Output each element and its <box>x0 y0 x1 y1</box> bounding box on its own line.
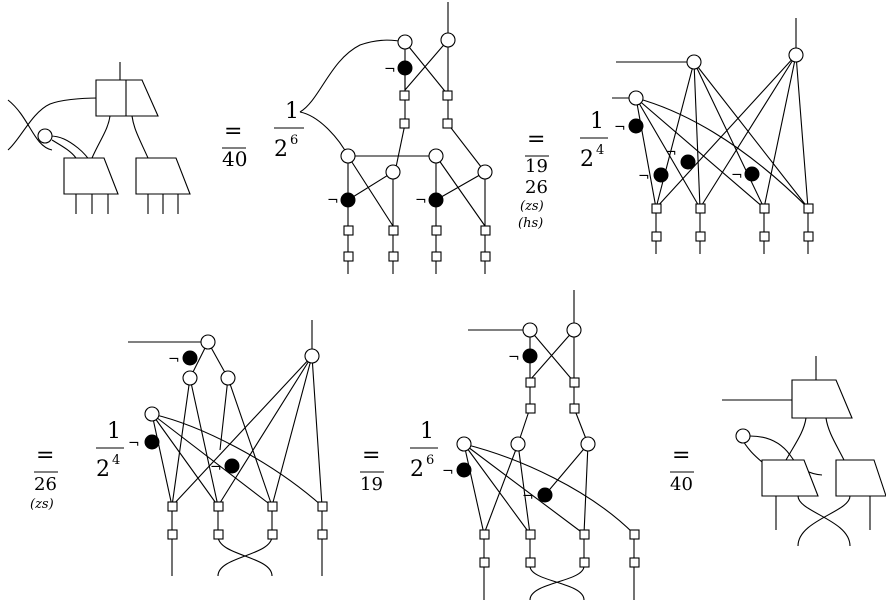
eq-sign-5: = <box>672 443 690 468</box>
white-spider <box>304 348 320 364</box>
gate-box <box>135 157 191 195</box>
black-spider <box>537 487 553 503</box>
eq-ref-2c: (zs) <box>520 199 544 214</box>
diagram-6 <box>722 356 886 547</box>
eq-ref-3b: (zs) <box>30 497 54 512</box>
eq-sign-1: = <box>224 119 242 144</box>
svg-text:¬: ¬ <box>210 460 222 476</box>
white-spider <box>510 436 526 452</box>
scalar-4: 1 2 6 <box>410 419 438 482</box>
eq-ref-5: 40 <box>670 474 693 495</box>
black-spider <box>182 350 198 366</box>
eq-ref-2a: 19 <box>525 156 548 177</box>
eq-ref-2d: (hs) <box>518 216 543 231</box>
eq-sign-3: = <box>36 443 54 468</box>
white-spider <box>220 370 236 386</box>
eq-ref-3a: 26 <box>34 474 57 495</box>
diagram-5: ¬ ¬ ¬ <box>442 290 640 601</box>
white-spider <box>340 148 356 164</box>
svg-text:4: 4 <box>112 453 120 468</box>
svg-text:2: 2 <box>96 457 110 482</box>
eq-sign-4: = <box>362 443 380 468</box>
diagram-3: ¬ ¬ ¬ ¬ <box>612 18 814 254</box>
black-spider <box>224 458 240 474</box>
white-spider <box>522 322 538 338</box>
svg-text:¬: ¬ <box>327 193 339 209</box>
white-spider <box>385 164 401 180</box>
black-spider <box>680 154 696 170</box>
svg-text:6: 6 <box>426 453 434 468</box>
eq-ref-1: 40 <box>222 147 247 171</box>
white-spider <box>735 428 751 444</box>
black-spider <box>653 167 669 183</box>
svg-text:¬: ¬ <box>128 436 140 452</box>
svg-text:¬: ¬ <box>168 352 180 368</box>
svg-text:¬: ¬ <box>614 120 626 136</box>
white-spider <box>788 47 804 63</box>
black-spider <box>456 462 472 478</box>
white-spider <box>428 148 444 164</box>
white-spider <box>477 164 493 180</box>
svg-text:4: 4 <box>596 143 604 158</box>
svg-text:1: 1 <box>420 419 434 444</box>
gate-box <box>761 459 819 497</box>
svg-text:¬: ¬ <box>384 62 396 78</box>
white-spider <box>566 322 582 338</box>
white-spider <box>182 370 198 386</box>
black-spider <box>744 166 760 182</box>
white-spider <box>37 128 53 144</box>
gate-box <box>791 379 853 419</box>
white-spider <box>628 90 644 106</box>
eq-sign-2: = <box>527 127 545 152</box>
black-spider <box>522 348 538 364</box>
eq-ref-2b: 26 <box>525 177 548 198</box>
gate-box <box>63 157 119 195</box>
black-spider <box>397 60 413 76</box>
scalar-1: 1 2 6 <box>274 99 304 162</box>
svg-text:1: 1 <box>107 419 121 444</box>
svg-text:¬: ¬ <box>442 464 454 480</box>
black-spider <box>628 118 644 134</box>
svg-text:¬: ¬ <box>638 169 650 185</box>
eq-ref-4: 19 <box>360 474 383 495</box>
white-spider <box>200 334 216 350</box>
svg-text:2: 2 <box>580 147 594 172</box>
white-spider <box>397 34 413 50</box>
white-spider <box>440 32 456 48</box>
svg-text:¬: ¬ <box>522 489 534 505</box>
svg-text:1: 1 <box>285 99 299 124</box>
svg-text:6: 6 <box>290 133 298 148</box>
scalar-3: 1 2 4 <box>96 419 124 482</box>
diagram-2: ¬ ¬ ¬ <box>299 2 493 274</box>
diagram-4: ¬ ¬ ¬ <box>128 320 328 577</box>
gate-box <box>835 459 886 497</box>
svg-text:2: 2 <box>274 137 288 162</box>
svg-text:1: 1 <box>590 109 604 134</box>
white-spider <box>144 406 160 422</box>
black-spider <box>340 192 356 208</box>
black-spider <box>428 192 444 208</box>
svg-text:2: 2 <box>410 457 424 482</box>
black-spider <box>144 434 160 450</box>
svg-text:¬: ¬ <box>665 145 677 161</box>
white-spider <box>580 436 596 452</box>
diagram-1 <box>7 62 191 214</box>
svg-text:¬: ¬ <box>508 350 520 366</box>
scalar-2: 1 2 4 <box>580 109 608 172</box>
white-spider <box>686 54 702 70</box>
svg-text:¬: ¬ <box>415 193 427 209</box>
white-spider <box>456 436 472 452</box>
svg-text:¬: ¬ <box>731 168 743 184</box>
